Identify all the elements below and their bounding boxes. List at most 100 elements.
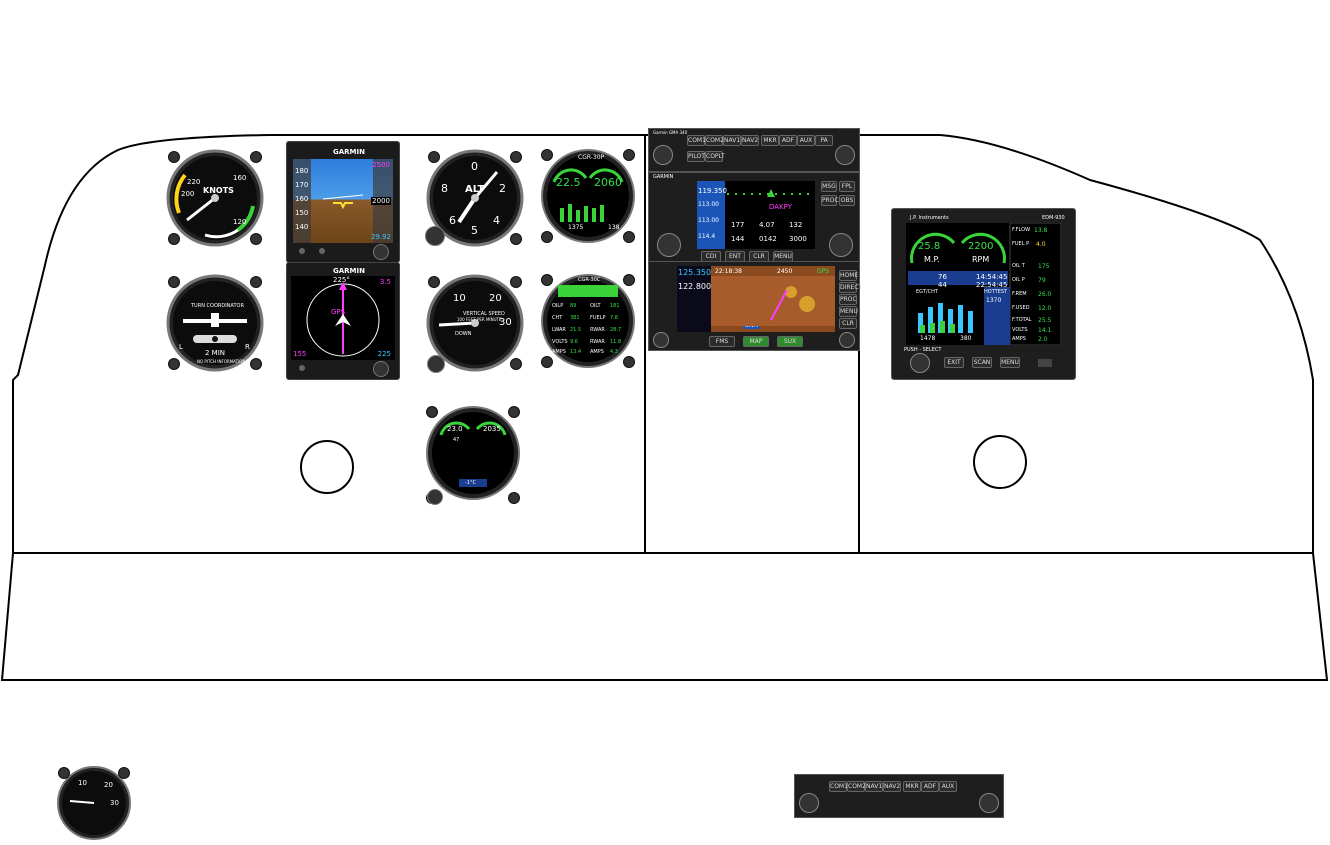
gtn-btn-direct[interactable]: DIRECT xyxy=(839,282,863,293)
gns-com-knob[interactable] xyxy=(657,233,681,257)
audio-btn-pa[interactable]: PA xyxy=(815,135,833,146)
gns-val-3: 3000 xyxy=(789,235,807,243)
pfd-baro: 29.92 xyxy=(370,233,391,241)
engine-small-knob[interactable] xyxy=(427,489,443,505)
engine-top-egt: 1375 xyxy=(568,224,584,231)
gns-key-proc[interactable]: PROC xyxy=(821,195,839,206)
audio-btn-adf[interactable]: ADF xyxy=(779,135,797,146)
pfd-speed-5: 140 xyxy=(295,223,309,231)
ems-knob[interactable] xyxy=(910,353,930,373)
gtn-knob-right[interactable] xyxy=(839,332,855,348)
engine-top-bezel xyxy=(541,149,635,243)
ems-btn-menu[interactable]: MENU xyxy=(1000,357,1020,368)
audio-vol-knob-left[interactable] xyxy=(653,145,673,165)
altimeter-knob[interactable] xyxy=(425,226,445,246)
hsi-gs: 155 xyxy=(293,350,307,358)
spare-vsi[interactable]: 10 20 30 xyxy=(56,765,132,841)
ems-left-volts: VOLTS xyxy=(1012,327,1028,333)
attitude-pfd[interactable]: GARMIN 180 170 160 150 140 2500 2000 29.… xyxy=(286,141,400,263)
gns430[interactable]: GARMIN 119.350 113.00 113.00 114.4 DAKPY… xyxy=(648,172,860,262)
tc-dc: NO PITCH INFORMATION xyxy=(197,359,246,364)
gns-val-2: 0142 xyxy=(759,235,777,243)
ems-model: EDM-930 xyxy=(1042,215,1065,221)
spare-audio-aux[interactable]: AUX xyxy=(939,781,957,792)
spare-audio-com1[interactable]: COM1 xyxy=(829,781,848,792)
hsi-knob[interactable] xyxy=(373,361,389,377)
pfd-power-button[interactable] xyxy=(299,248,305,254)
pfd-speed-1: 180 xyxy=(295,167,309,175)
engine-small-egt: 47 xyxy=(453,437,460,443)
audio-btn-mkr[interactable]: MKR xyxy=(761,135,779,146)
engine-mid-row-3-v: 381 xyxy=(570,315,580,321)
gtn-btn-clr[interactable]: CLR xyxy=(839,318,857,329)
engine-mid-row-5-v: 21.5 xyxy=(570,327,582,333)
gtn-btn-fms[interactable]: FMS xyxy=(709,336,735,347)
audio-vol-knob-right[interactable] xyxy=(835,145,855,165)
audio-btn-com1[interactable]: COM1 xyxy=(687,135,706,146)
gtn-navigator[interactable]: 125.350 122.800 22:18:38 GPS 2450 5NM FM… xyxy=(648,261,863,351)
spare-audio-panel[interactable]: COM1 COM2 NAV1 NAV2 MKR ADF AUX xyxy=(794,774,1004,818)
ems-monitor[interactable]: J.P. Instruments EDM-930 25.8 M.P. 2200 … xyxy=(891,208,1076,380)
audio-btn-nav2[interactable]: NAV2 xyxy=(741,135,759,146)
turn-coordinator[interactable]: TURN COORDINATOR L R 2 MIN NO PITCH INFO… xyxy=(165,273,265,373)
hsi-power-button[interactable] xyxy=(299,365,305,371)
gtn-btn-proc[interactable]: PROC xyxy=(839,294,857,305)
ems-hottest-label: HOTTEST xyxy=(984,289,1008,295)
vertical-speed-indicator[interactable]: VERTICAL SPEED 100 FEET PER MINUTE DOWN … xyxy=(425,273,525,373)
vsi-knob[interactable] xyxy=(427,355,445,373)
ems-push-select: PUSH - SELECT xyxy=(904,347,942,353)
hsi-heading: 225° xyxy=(333,276,350,284)
gns-ete: 132 xyxy=(789,221,803,229)
gns-key-obs[interactable]: OBS xyxy=(839,195,855,206)
pfd-speed-4: 150 xyxy=(295,209,309,217)
ems-screen: 25.8 M.P. 2200 RPM 76 44 14:54:45 22:54:… xyxy=(906,222,1062,346)
ems-btn-scan[interactable]: SCAN xyxy=(972,357,992,368)
engine-mid-row-4-v: 7.8 xyxy=(610,315,618,321)
engine-monitor-top[interactable]: CGR-30P 22.5 2060 1375 138 xyxy=(540,148,636,244)
ems-fuel-flow: 13.8 xyxy=(1034,227,1048,234)
gtn-btn-map[interactable]: MAP xyxy=(743,336,769,347)
audio-btn-aux[interactable]: AUX xyxy=(797,135,815,146)
hsi-display[interactable]: GARMIN 225° GPS 3.5 155 225 xyxy=(286,262,400,380)
spare-audio-adf[interactable]: ADF xyxy=(921,781,939,792)
gns-key-msg[interactable]: MSG xyxy=(821,181,837,192)
engine-monitor-small[interactable]: 23.0 2035 47 -1°C xyxy=(425,405,521,505)
ems-rpm-unit: RPM xyxy=(972,255,990,264)
ems-brand: J.P. Instruments xyxy=(910,215,949,221)
engine-mid-bezel xyxy=(541,274,635,368)
spare-audio-knob-right[interactable] xyxy=(979,793,999,813)
gtn-btn-sux[interactable]: SUX xyxy=(777,336,803,347)
gtn-alt: 2450 xyxy=(777,268,793,275)
ems-egt-cht-label: EGT/CHT xyxy=(916,289,938,295)
ems-btn-exit[interactable]: EXIT xyxy=(944,357,964,368)
audio-btn-nav1[interactable]: NAV1 xyxy=(723,135,741,146)
audio-btn-coplt[interactable]: COPLT xyxy=(705,151,725,162)
audio-btn-com2[interactable]: COM2 xyxy=(705,135,724,146)
audio-panel[interactable]: Garmin GMA 340 COM1 COM2 NAV1 NAV2 MKR A… xyxy=(648,128,860,172)
spare-audio-mkr[interactable]: MKR xyxy=(903,781,921,792)
altimeter[interactable]: ALT 0 2 5 8 6 4 xyxy=(425,148,525,248)
engine-small-oat: -1°C xyxy=(465,480,476,486)
spare-audio-com2[interactable]: COM2 xyxy=(847,781,866,792)
pfd-knob[interactable] xyxy=(373,244,389,260)
spare-vsi-10: 10 xyxy=(78,779,87,787)
spare-audio-knob-left[interactable] xyxy=(799,793,819,813)
engine-top-cht: 138 xyxy=(608,224,620,231)
ems-rem: 26.0 xyxy=(1038,291,1052,298)
gtn-btn-home[interactable]: HOME xyxy=(839,270,859,281)
gtn-btn-menu[interactable]: MENU xyxy=(839,306,858,317)
ems-left-fp: FUEL P xyxy=(1012,241,1030,247)
gns-key-fpl[interactable]: FPL xyxy=(839,181,855,192)
spare-audio-nav2[interactable]: NAV2 xyxy=(883,781,901,792)
audio-btn-pilot[interactable]: PILOT xyxy=(687,151,705,162)
airspeed-indicator[interactable]: 220 200 160 120 KNOTS xyxy=(165,148,265,248)
engine-monitor-mid[interactable]: CGR-30C OILP 89 OILT 181 CHT 381 FUELP 7… xyxy=(540,273,636,369)
altimeter-label: ALT xyxy=(465,184,485,195)
ems-left-ot: OIL T xyxy=(1012,263,1025,269)
spare-audio-nav1[interactable]: NAV1 xyxy=(865,781,883,792)
pfd-menu-button[interactable] xyxy=(319,248,325,254)
gtn-knob-left[interactable] xyxy=(653,332,669,348)
gns-nav-knob[interactable] xyxy=(829,233,853,257)
gns-dis: 4.07 xyxy=(759,221,775,229)
gns-com-standby: 113.00 xyxy=(698,201,719,208)
